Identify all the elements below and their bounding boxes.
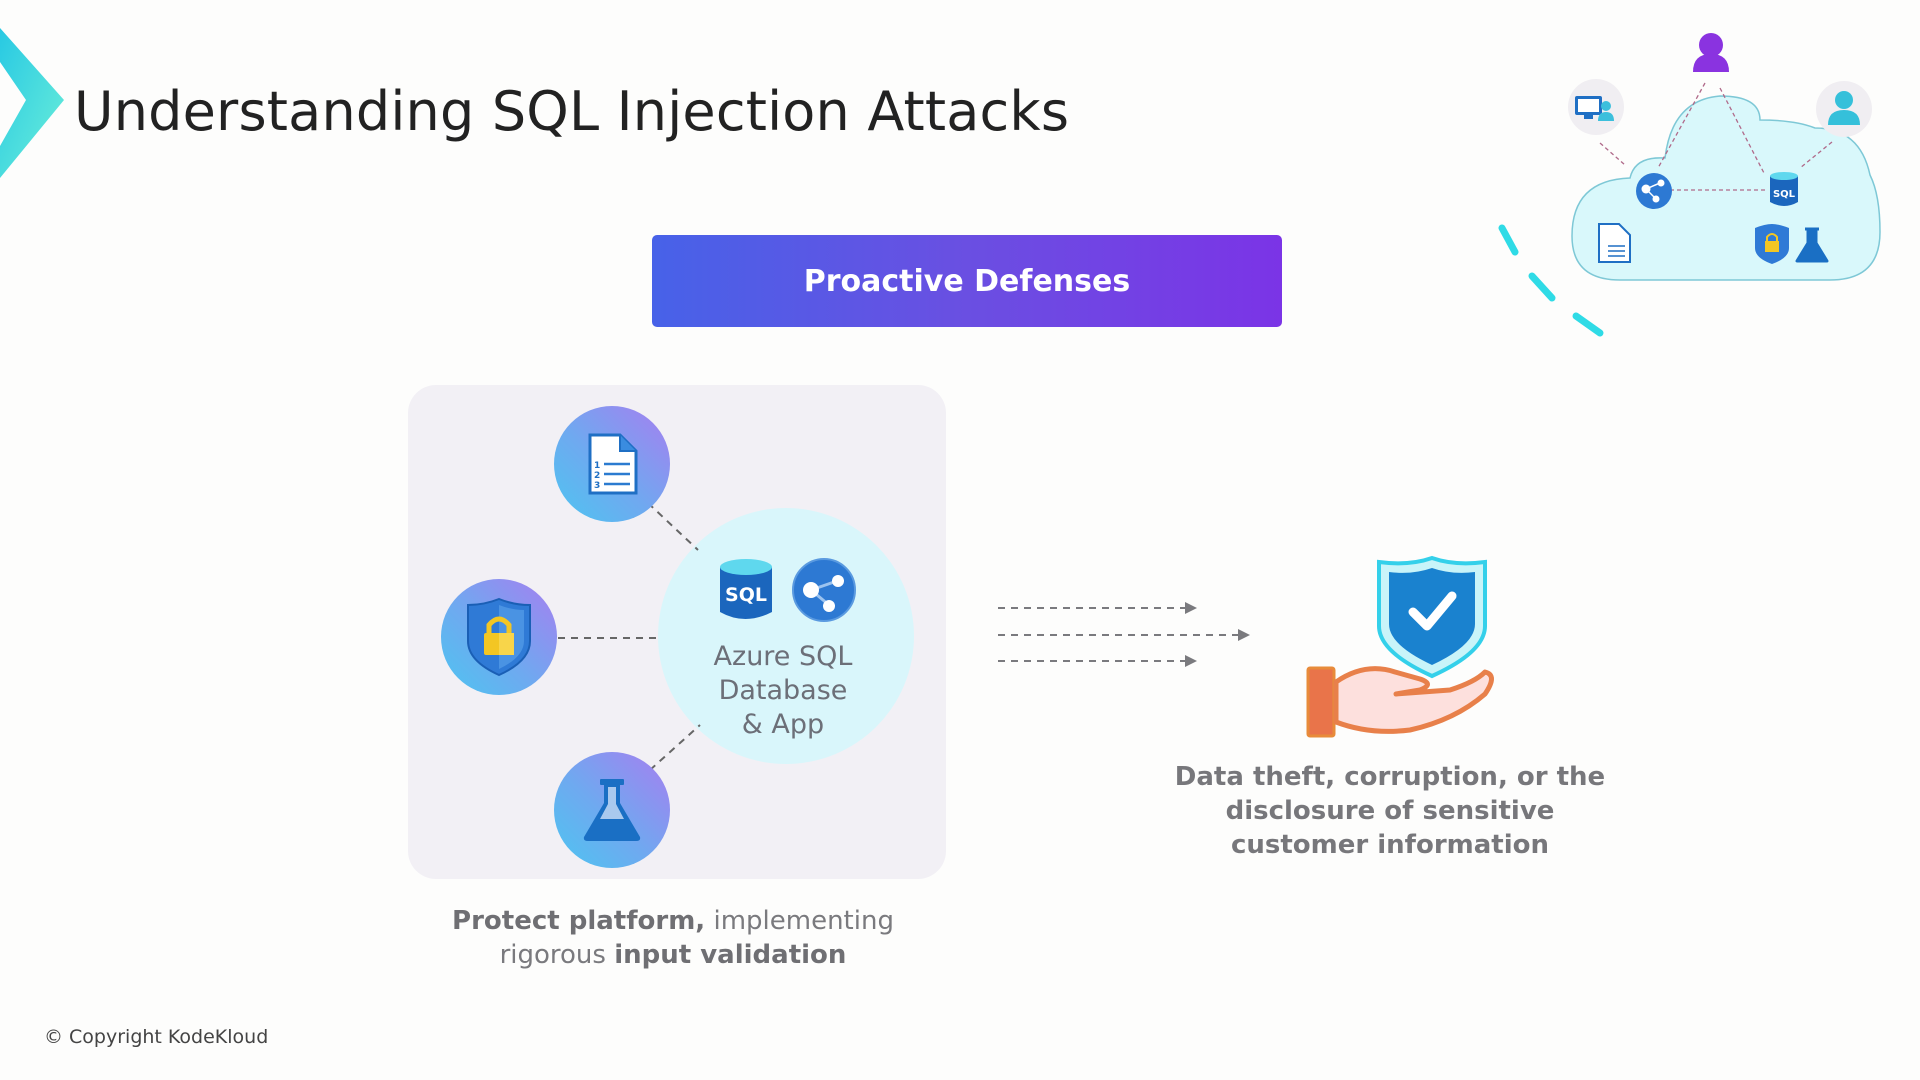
document-list-icon bbox=[1598, 223, 1631, 263]
caption-text: implementing bbox=[705, 906, 894, 936]
sql-database-icon: SQL bbox=[1770, 172, 1798, 206]
copyright: © Copyright KodeKloud bbox=[44, 1026, 269, 1048]
defense-caption: Protect platform, implementing rigorous … bbox=[408, 904, 938, 972]
user-alt-icon bbox=[1816, 81, 1872, 137]
center-label-line: Database bbox=[718, 675, 848, 706]
result-caption: Data theft, corruption, or the disclosur… bbox=[1170, 760, 1610, 862]
result-caption-line: customer information bbox=[1230, 830, 1550, 860]
connector-document bbox=[647, 502, 699, 551]
flask-icon bbox=[583, 779, 641, 841]
caption-bold: Protect platform, bbox=[452, 906, 706, 936]
proactive-defenses-banner: Proactive Defenses bbox=[652, 235, 1282, 327]
banner-label: Proactive Defenses bbox=[803, 263, 1131, 299]
user-icon bbox=[1693, 33, 1729, 72]
computer-user-icon bbox=[1568, 79, 1624, 135]
chevron-right-icon bbox=[0, 28, 64, 178]
arrow-right-icon bbox=[1238, 629, 1250, 641]
svg-text:SQL: SQL bbox=[725, 584, 767, 606]
svg-text:SQL: SQL bbox=[1773, 189, 1796, 200]
page-title: Understanding SQL Injection Attacks bbox=[74, 80, 1070, 143]
svg-text:1: 1 bbox=[594, 461, 600, 471]
app-service-icon bbox=[792, 558, 856, 622]
document-node: 1 2 3 bbox=[554, 406, 670, 522]
caption-text: rigorous bbox=[499, 940, 615, 970]
center-bubble bbox=[658, 508, 914, 764]
center-label: Azure SQL Database & App bbox=[658, 640, 908, 742]
arrow-right-icon bbox=[1185, 655, 1197, 667]
center-label-line: Azure SQL bbox=[713, 641, 853, 672]
cloud-illustration: SQL bbox=[1498, 33, 1881, 337]
result-caption-line: disclosure of sensitive bbox=[1225, 796, 1555, 826]
shield-node bbox=[441, 579, 557, 695]
flask-icon bbox=[1795, 227, 1829, 263]
shield-lock-icon bbox=[1755, 224, 1789, 264]
flask-node bbox=[554, 752, 670, 868]
center-label-line: & App bbox=[741, 709, 825, 740]
hand-shield-check-icon bbox=[1306, 555, 1494, 738]
connector-flask bbox=[649, 724, 701, 771]
svg-text:3: 3 bbox=[594, 481, 600, 491]
arrow-right-icon bbox=[1185, 602, 1197, 614]
svg-text:2: 2 bbox=[594, 471, 600, 481]
decorative-dashes bbox=[1498, 224, 1604, 337]
shield-lock-icon bbox=[467, 597, 531, 677]
document-list-icon: 1 2 3 bbox=[588, 433, 638, 495]
cloud-shape bbox=[1571, 95, 1881, 281]
caption-bold: input validation bbox=[614, 940, 847, 970]
app-service-icon bbox=[1636, 173, 1672, 209]
sql-database-icon: SQL bbox=[720, 559, 772, 619]
result-caption-line: Data theft, corruption, or the bbox=[1174, 762, 1606, 792]
